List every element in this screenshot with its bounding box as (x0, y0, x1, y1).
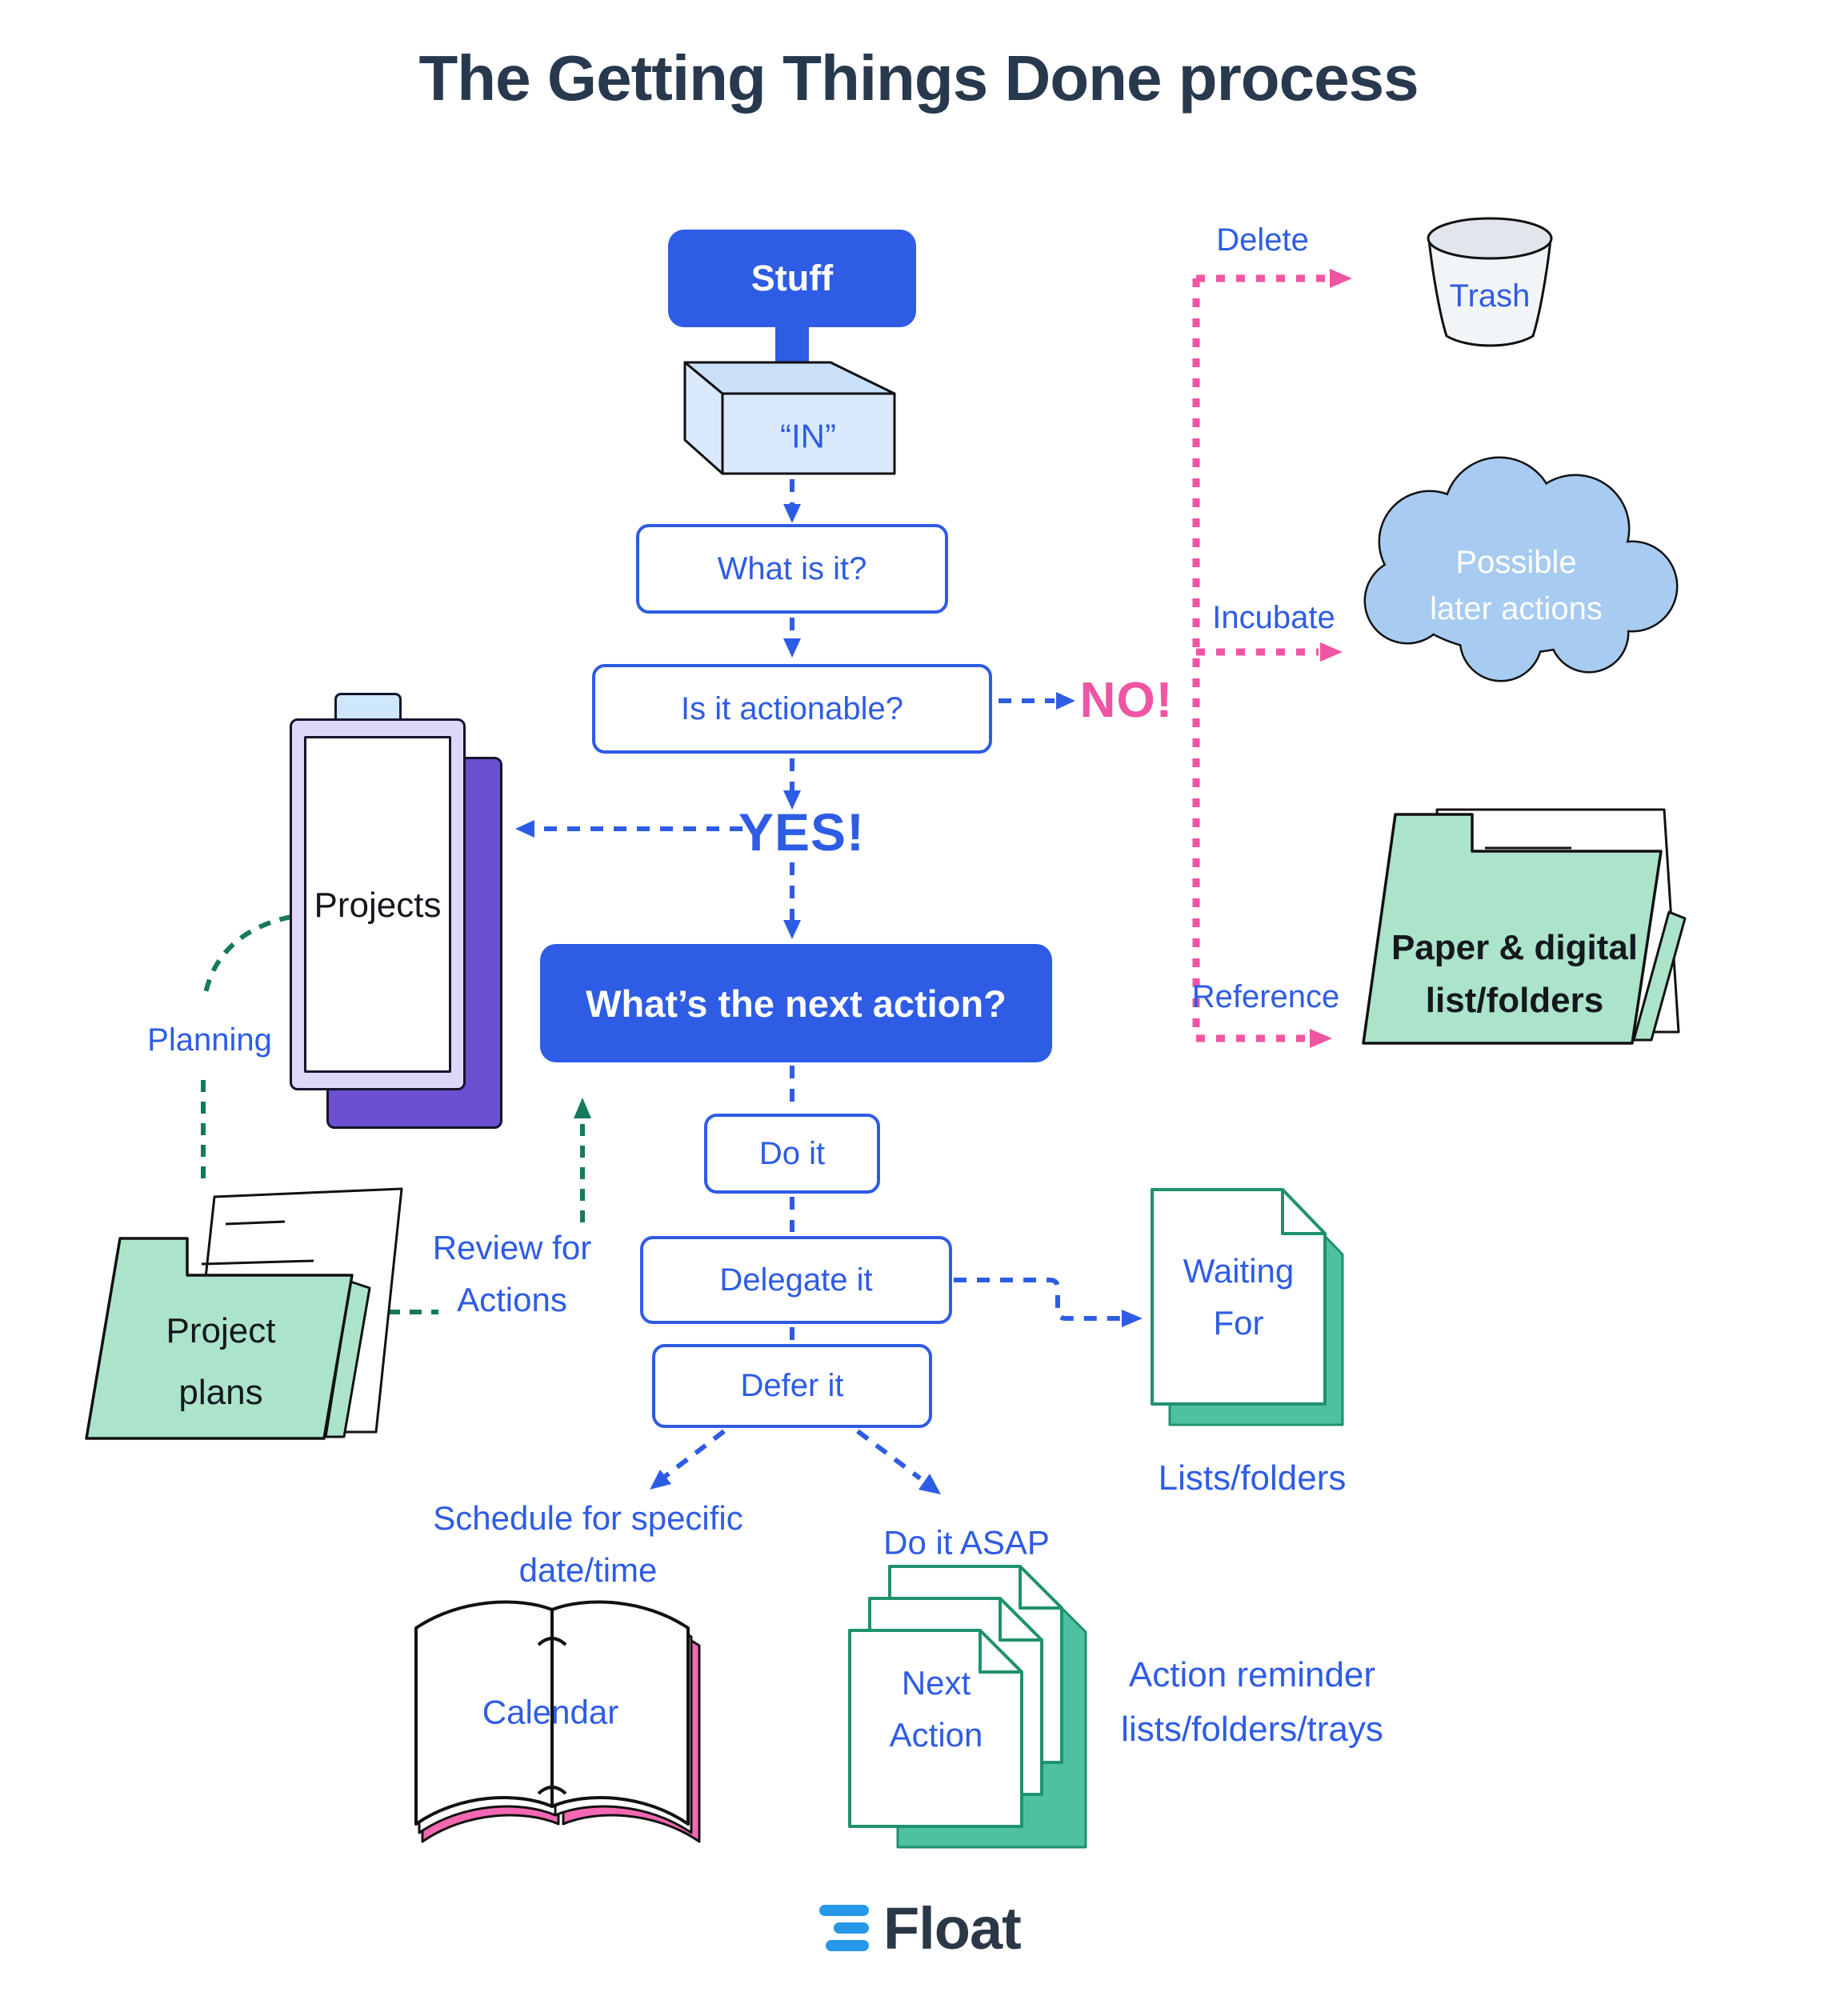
planning-label: Planning (147, 1022, 272, 1058)
defer-it-node: Defer it (652, 1344, 932, 1428)
project-plans-folder-icon (85, 1187, 403, 1440)
next-action-question-label: What’s the next action? (586, 982, 1007, 1025)
what-is-it-label: What is it? (717, 550, 867, 586)
calendar-label: Calendar (482, 1693, 619, 1731)
next-action-question-node: What’s the next action? (540, 944, 1052, 1062)
trash-label: Trash (1449, 278, 1531, 314)
paper-digital-label: Paper & digital list/folders (1391, 928, 1639, 1020)
trash-icon (1427, 217, 1553, 347)
lists-folders-label: Lists/folders (1158, 1458, 1347, 1498)
project-plans-label: Project plans (166, 1311, 276, 1412)
projects-label: Projects (314, 885, 442, 925)
delete-label: Delete (1216, 222, 1309, 258)
schedule-label: Schedule for specific date/time (433, 1498, 743, 1589)
do-it-asap-label: Do it ASAP (883, 1523, 1050, 1562)
delegate-it-label: Delegate it (719, 1262, 873, 1298)
page-title: The Getting Things Done process (418, 42, 1419, 114)
waiting-for-label: Waiting For (1183, 1251, 1295, 1342)
action-reminder-label: Action reminder lists/folders/trays (1121, 1654, 1383, 1749)
is-it-actionable-node: Is it actionable? (592, 664, 992, 754)
defer-it-label: Defer it (740, 1368, 844, 1403)
next-action-stack-icon (848, 1565, 1087, 1849)
stuff-node: Stuff (668, 230, 916, 327)
no-label: NO! (1079, 672, 1174, 728)
float-logo-icon (819, 1904, 869, 1951)
do-it-node: Do it (704, 1114, 880, 1194)
what-is-it-node: What is it? (636, 524, 948, 614)
reference-folder-icon (1362, 808, 1687, 1045)
blue-dashed-connectors (536, 479, 1120, 1481)
delegate-it-node: Delegate it (640, 1236, 952, 1324)
green-arrowhead (574, 1098, 591, 1118)
is-it-actionable-label: Is it actionable? (681, 690, 903, 726)
float-logo: Float (819, 1894, 1022, 1962)
pink-dotted-connectors (1192, 274, 1330, 1042)
in-tray-icon (683, 361, 896, 475)
stuff-label: Stuff (750, 258, 834, 298)
yes-label: YES! (738, 802, 866, 862)
review-for-actions-label: Review for Actions (432, 1228, 592, 1318)
blue-arrowheads (515, 504, 1143, 1494)
next-action-label: Next Action (889, 1663, 983, 1754)
reference-label: Reference (1191, 979, 1340, 1014)
in-tray-label: “IN” (780, 417, 836, 455)
waiting-for-document-icon (1151, 1188, 1344, 1426)
float-wordmark: Float (883, 1895, 1022, 1962)
possible-later-actions-label: Possible later actions (1430, 545, 1603, 626)
cloud-icon (1363, 456, 1679, 682)
pink-arrowheads (1310, 269, 1352, 1048)
do-it-label: Do it (758, 1135, 826, 1171)
incubate-label: Incubate (1212, 600, 1335, 635)
clipboard-paper (304, 736, 451, 1073)
calendar-icon (414, 1600, 701, 1843)
